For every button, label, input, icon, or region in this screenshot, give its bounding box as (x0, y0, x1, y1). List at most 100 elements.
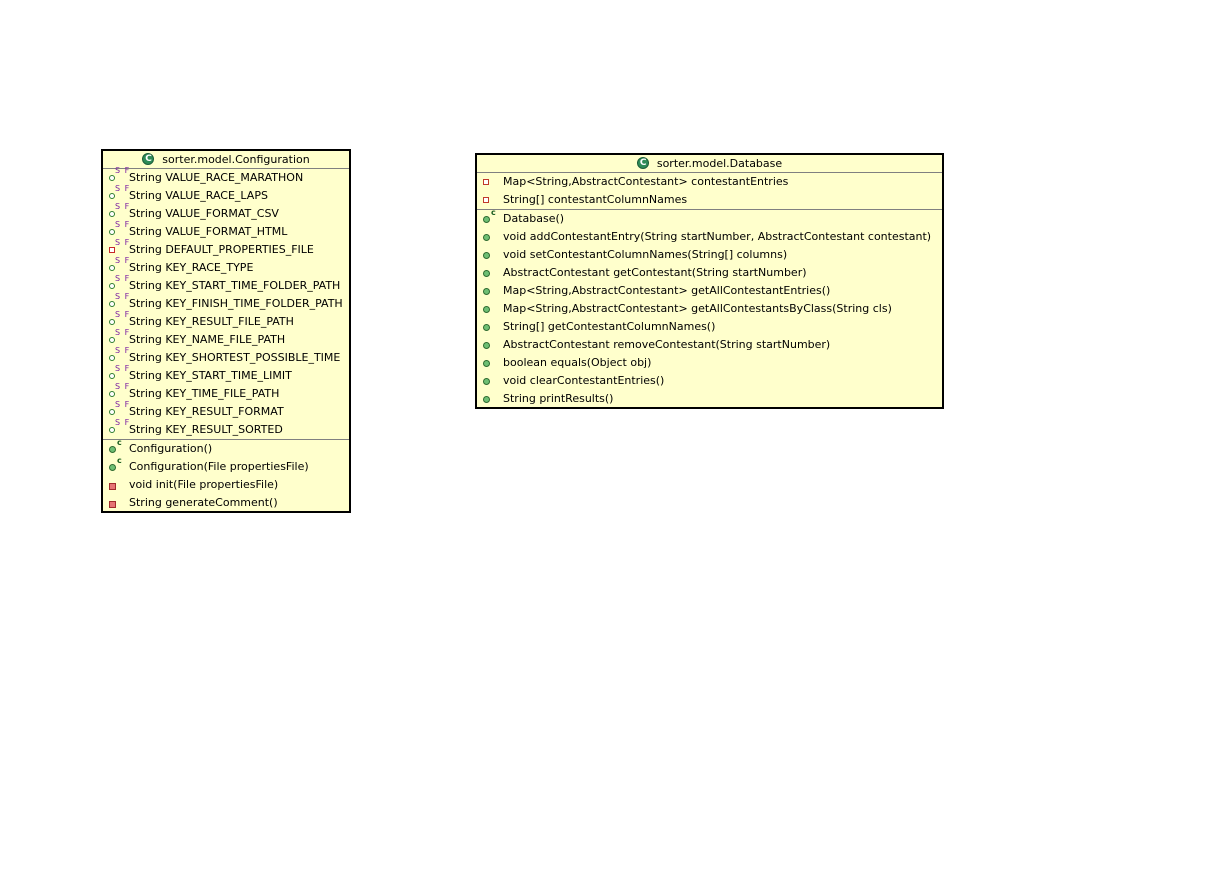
private-visibility-icon (109, 483, 116, 490)
modifier-badge: S F (115, 346, 131, 355)
public-visibility-icon (109, 193, 115, 199)
private-visibility-icon (483, 197, 489, 203)
method-row[interactable]: boolean equals(Object obj) (477, 354, 942, 372)
public-visibility-icon (483, 396, 490, 403)
public-visibility-icon (483, 234, 490, 241)
public-visibility-icon (109, 265, 115, 271)
modifier-badge: S F (115, 310, 131, 319)
method-row[interactable]: void addContestantEntry(String startNumb… (477, 228, 942, 246)
public-visibility-icon (109, 175, 115, 181)
method-row[interactable]: Map<String,AbstractContestant> getAllCon… (477, 282, 942, 300)
class-icon (142, 152, 155, 166)
method-signature: Configuration(File propertiesFile) (129, 460, 309, 473)
method-row[interactable]: AbstractContestant removeContestant(Stri… (477, 336, 942, 354)
modifier-badge: S F (115, 292, 131, 301)
field-signature: Map<String,AbstractContestant> contestan… (503, 175, 789, 188)
modifier-badge: S F (115, 328, 131, 337)
public-visibility-icon (483, 324, 490, 331)
method-signature: AbstractContestant getContestant(String … (503, 266, 807, 279)
modifier-badge: S F (115, 382, 131, 391)
method-row[interactable]: String[] getContestantColumnNames() (477, 318, 942, 336)
field-signature: String KEY_RACE_TYPE (129, 261, 254, 274)
field-signature: String DEFAULT_PROPERTIES_FILE (129, 243, 314, 256)
class-box-database[interactable]: sorter.model.Database Map<String,Abstrac… (475, 153, 944, 409)
modifier-badge: S F (115, 400, 131, 409)
public-visibility-icon (483, 378, 490, 385)
public-visibility-icon (109, 373, 115, 379)
method-row[interactable]: AbstractContestant getContestant(String … (477, 264, 942, 282)
method-signature: void setContestantColumnNames(String[] c… (503, 248, 788, 261)
modifier-badge: S F (115, 184, 131, 193)
method-row[interactable]: c Configuration() (103, 438, 349, 458)
method-signature: Configuration() (129, 442, 213, 455)
method-row[interactable]: void clearContestantEntries() (477, 372, 942, 390)
modifier-badge: S F (115, 418, 131, 427)
field-signature: String VALUE_FORMAT_CSV (129, 207, 279, 220)
method-row[interactable]: c Configuration(File propertiesFile) (103, 456, 349, 476)
public-visibility-icon (109, 391, 115, 397)
class-header: sorter.model.Configuration (103, 151, 349, 169)
constructor-badge: c (117, 456, 123, 465)
field-signature: String VALUE_FORMAT_HTML (129, 225, 288, 238)
field-signature: String KEY_RESULT_FILE_PATH (129, 315, 294, 328)
modifier-badge: S F (115, 202, 131, 211)
modifier-badge: S F (115, 238, 131, 247)
method-signature: Map<String,AbstractContestant> getAllCon… (503, 302, 892, 315)
public-visibility-icon (109, 427, 115, 433)
public-visibility-icon (109, 229, 115, 235)
method-row[interactable]: void setContestantColumnNames(String[] c… (477, 246, 942, 264)
method-row[interactable]: Map<String,AbstractContestant> getAllCon… (477, 300, 942, 318)
method-signature: AbstractContestant removeContestant(Stri… (503, 338, 831, 351)
method-signature: String printResults() (503, 392, 614, 405)
field-row[interactable]: String[] contestantColumnNames (477, 191, 942, 209)
field-signature: String VALUE_RACE_LAPS (129, 189, 268, 202)
public-visibility-icon (483, 252, 490, 259)
method-row[interactable]: String printResults() (477, 390, 942, 407)
modifier-badge: S F (115, 364, 131, 373)
field-signature: String KEY_NAME_FILE_PATH (129, 333, 286, 346)
method-signature: boolean equals(Object obj) (503, 356, 652, 369)
public-visibility-icon (483, 288, 490, 295)
field-signature: String KEY_START_TIME_FOLDER_PATH (129, 279, 341, 292)
method-signature: String[] getContestantColumnNames() (503, 320, 716, 333)
public-visibility-icon (483, 216, 490, 223)
public-visibility-icon (109, 211, 115, 217)
modifier-badge: S F (115, 166, 131, 175)
public-visibility-icon (483, 360, 490, 367)
method-row[interactable]: String generateComment() (103, 494, 349, 511)
constructor-badge: c (117, 438, 123, 447)
method-signature: String generateComment() (129, 496, 278, 509)
method-signature: Map<String,AbstractContestant> getAllCon… (503, 284, 831, 297)
public-visibility-icon (109, 301, 115, 307)
modifier-badge: S F (115, 274, 131, 283)
method-signature: void init(File propertiesFile) (129, 478, 279, 491)
constructor-badge: c (491, 208, 497, 217)
field-signature: String KEY_RESULT_SORTED (129, 423, 283, 436)
method-signature: void addContestantEntry(String startNumb… (503, 230, 932, 243)
field-row[interactable]: Map<String,AbstractContestant> contestan… (477, 173, 942, 191)
public-visibility-icon (109, 283, 115, 289)
field-signature: String KEY_RESULT_FORMAT (129, 405, 284, 418)
method-row[interactable]: void init(File propertiesFile) (103, 476, 349, 494)
public-visibility-icon (109, 464, 116, 471)
